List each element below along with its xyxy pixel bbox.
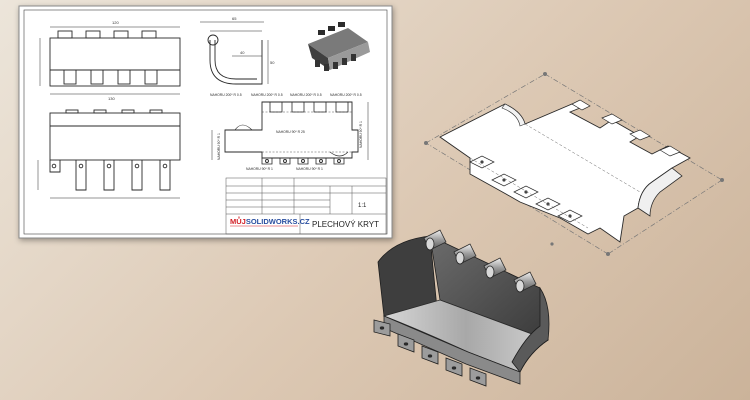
flat-sheet-pattern-3d <box>424 72 724 256</box>
flat-pattern-view <box>211 101 369 165</box>
brand-logo: MŮJSOLIDWORKS.CZ <box>230 216 310 226</box>
bend-label-vertical: NAHORU 90º R 1 <box>217 133 221 160</box>
bend-label: NAHORU 90º R 25 <box>276 130 305 134</box>
bend-label: NAHORU 200º R 0.5 <box>290 93 322 97</box>
bend-label: NAHORU 90º R 1 <box>246 167 273 171</box>
svg-text:50: 50 <box>270 60 275 65</box>
drawing-title: PLECHOVÝ KRYT <box>312 220 379 229</box>
formed-sheet-metal-part-3d <box>373 229 550 387</box>
bend-label-vertical: NAHORU 90º R 1 <box>359 121 363 148</box>
bend-label: NAHORU 200º R 0.5 <box>330 93 362 97</box>
svg-text:130: 130 <box>108 96 115 101</box>
brand-logo-suffix: SOLIDWORKS.CZ <box>246 217 310 226</box>
bend-labels: NAHORU 200º R 0.5 NAHORU 200º R 0.5 NAHO… <box>210 93 363 171</box>
drawing-scale: 1:1 <box>358 203 367 209</box>
side-view: 65 40 50 <box>200 16 275 85</box>
svg-text:65: 65 <box>232 16 237 21</box>
bend-label: NAHORU 200º R 0.5 <box>210 93 242 97</box>
title-block <box>225 177 387 235</box>
top-view <box>37 109 181 199</box>
svg-text:120: 120 <box>112 20 119 25</box>
bend-label: NAHORU 90º R 1 <box>296 167 323 171</box>
drawing-isometric-thumbnail <box>308 22 370 71</box>
bend-label: NAHORU 200º R 0.5 <box>251 93 283 97</box>
svg-text:40: 40 <box>240 50 245 55</box>
brand-logo-prefix: MŮJ <box>230 216 246 226</box>
front-view-top: 120 130 <box>39 20 181 101</box>
